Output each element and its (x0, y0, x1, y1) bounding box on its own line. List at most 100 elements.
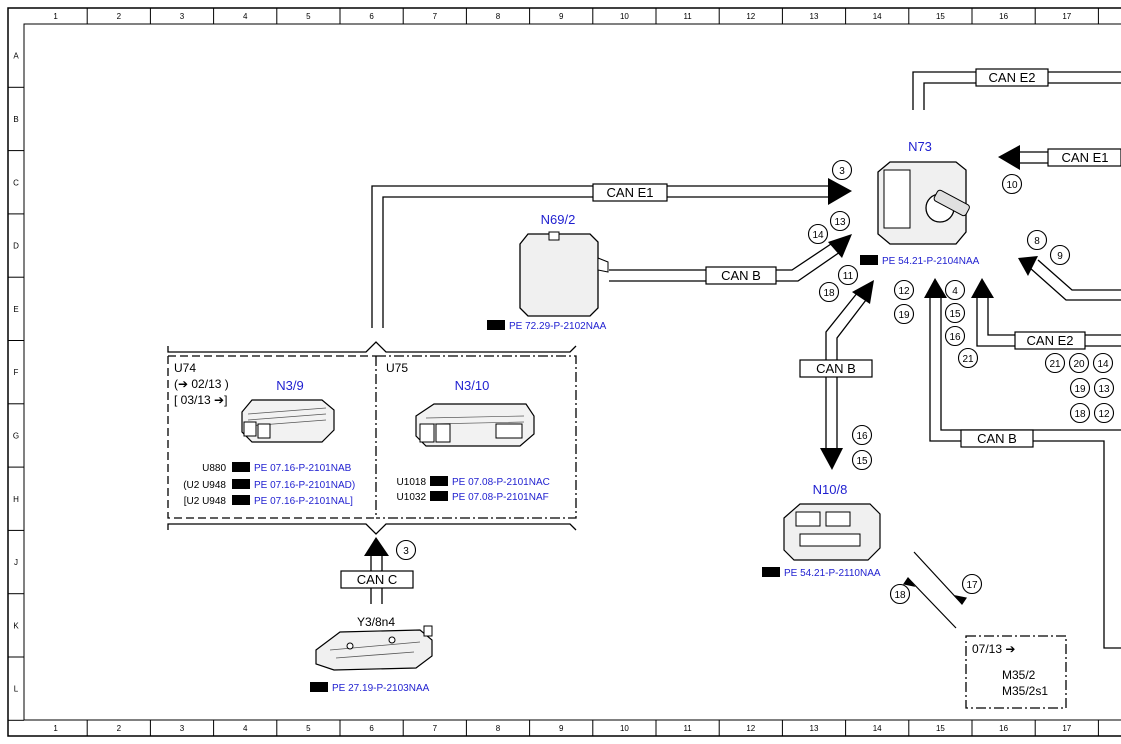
u74-ref-2[interactable]: PE 07.16-P-2101NAD) (254, 480, 355, 491)
svg-text:14: 14 (1097, 359, 1109, 370)
signal-circle-s21a: 21 (957, 347, 979, 369)
n3-9-ecu (241, 399, 335, 443)
grid-col-label: 16 (999, 724, 1008, 733)
bus-label-can-b-lower: CAN B (977, 431, 1017, 446)
svg-text:18: 18 (894, 590, 906, 601)
n73-ignition-switch (877, 161, 970, 245)
u74-ref-3[interactable]: PE 07.16-P-2101NAL] (254, 496, 353, 507)
grid-row-label: E (13, 305, 18, 314)
grid-col-label: 16 (999, 12, 1008, 21)
signal-circle-s10: 10 (1001, 173, 1023, 195)
signal-arrows-m35 (903, 551, 967, 629)
svg-text:3: 3 (403, 546, 409, 557)
u75-refs: U1018 PE 07.08-P-2101NAC U1032 PE 07.08-… (397, 476, 550, 503)
grid-col-label: 6 (369, 12, 374, 21)
u74-label: U74 (174, 361, 196, 375)
signal-circle-s16a: 16 (944, 325, 966, 347)
svg-text:9: 9 (1057, 251, 1063, 262)
grid-col-label: 14 (873, 12, 882, 21)
n10-8-ref[interactable]: PE 54.21-P-2110NAA (762, 567, 881, 579)
signal-circle-s15a: 15 (944, 302, 966, 324)
y3-8n4-label: Y3/8n4 (357, 615, 395, 629)
signal-circle-s3b: 3 (395, 539, 417, 561)
grid-col-label: 7 (433, 12, 438, 21)
grid-row-label: H (13, 495, 19, 504)
u74-ref-1[interactable]: PE 07.16-P-2101NAB (254, 463, 352, 474)
grid-col-label: 10 (620, 12, 629, 21)
grid-col-label: 8 (496, 724, 501, 733)
y3-8n4-ref[interactable]: PE 27.19-P-2103NAA (310, 682, 430, 694)
grid-col-label: 7 (433, 724, 438, 733)
bus-label-can-e1-right: CAN E1 (1062, 150, 1109, 165)
bus-arrowheads (364, 145, 1038, 556)
signal-circle-s3a: 3 (831, 159, 853, 181)
reference-hand-icon (430, 476, 448, 486)
n73-ref[interactable]: PE 54.21-P-2104NAA (860, 255, 980, 267)
u74-date-range-2: [ 03/13 ➔] (174, 393, 227, 407)
signal-circle-s14b: 14 (1092, 352, 1114, 374)
n69-2-module (519, 231, 609, 317)
bus-label-can-b-vertical: CAN B (816, 361, 856, 376)
m35-box (965, 635, 1067, 709)
svg-text:PE 54.21-P-2110NAA: PE 54.21-P-2110NAA (784, 568, 881, 579)
n3-9-label: N3/9 (276, 378, 303, 393)
svg-text:8: 8 (1034, 236, 1040, 247)
grid-col-label: 17 (1062, 12, 1071, 21)
reference-hand-icon (487, 320, 505, 330)
u74-refs: U880 PE 07.16-P-2101NAB (U2 U948 PE 07.1… (183, 462, 355, 507)
u75-label: U75 (386, 361, 408, 375)
grid-col-label: 9 (559, 12, 564, 21)
m35-date: 07/13 ➔ (972, 642, 1015, 656)
grid-col-label: 10 (620, 724, 629, 733)
u74-ref-prefix-2: (U2 U948 (183, 480, 226, 491)
grid-col-label: 15 (936, 12, 945, 21)
svg-text:12: 12 (898, 286, 910, 297)
svg-text:PE 27.19-P-2103NAA: PE 27.19-P-2103NAA (332, 683, 430, 694)
signal-circle-s11: 11 (837, 264, 859, 286)
svg-text:10: 10 (1006, 180, 1018, 191)
svg-text:20: 20 (1073, 359, 1085, 370)
signal-circle-s14a: 14 (807, 223, 829, 245)
arrowhead-can-b-lower-up (924, 278, 947, 298)
svg-text:13: 13 (1098, 384, 1110, 395)
u75-ref-1[interactable]: PE 07.08-P-2101NAC (452, 477, 550, 488)
signal-circle-s16b: 16 (851, 424, 873, 446)
grid-row-label: F (14, 368, 19, 377)
svg-text:12: 12 (1098, 409, 1110, 420)
svg-text:18: 18 (1074, 409, 1086, 420)
u75-ref-prefix-2: U1032 (397, 492, 427, 503)
grid-col-label: 5 (306, 12, 311, 21)
svg-text:4: 4 (952, 286, 958, 297)
n69-2-ref[interactable]: PE 72.29-P-2102NAA (487, 320, 607, 332)
grid-col-label: 13 (810, 724, 819, 733)
signal-circle-s12a: 12 (893, 279, 915, 301)
svg-text:21: 21 (1049, 359, 1061, 370)
grid-col-label: 12 (746, 724, 755, 733)
n69-2-label: N69/2 (541, 212, 576, 227)
u75-ref-prefix-1: U1018 (397, 477, 427, 488)
grid-col-label: 6 (369, 724, 374, 733)
grid-row-label: D (13, 242, 19, 251)
grid-col-label: 14 (873, 724, 882, 733)
grid-row-label: K (13, 621, 19, 630)
grid-col-label: 8 (496, 12, 501, 21)
signal-circle-s4: 4 (944, 279, 966, 301)
signal-circle-s13b: 13 (1093, 377, 1115, 399)
signal-circle-s18a: 18 (818, 281, 840, 303)
svg-text:19: 19 (898, 310, 910, 321)
arrowhead-diagonal-left (1018, 256, 1038, 276)
bus-label-can-e2-top: CAN E2 (989, 70, 1036, 85)
svg-text:PE 72.29-P-2102NAA: PE 72.29-P-2102NAA (509, 321, 607, 332)
bus-label-can-c: CAN C (357, 572, 397, 587)
n3-10-ecu (415, 403, 535, 447)
grid-col-label: 4 (243, 724, 248, 733)
signal-circle-s8: 8 (1026, 229, 1048, 251)
grid-col-label: 1 (53, 12, 58, 21)
reference-hand-icon (762, 567, 780, 577)
u75-ref-2[interactable]: PE 07.08-P-2101NAF (452, 492, 549, 503)
bus-label-boxes (340, 68, 1121, 589)
signal-circle-s19b: 19 (1069, 377, 1091, 399)
